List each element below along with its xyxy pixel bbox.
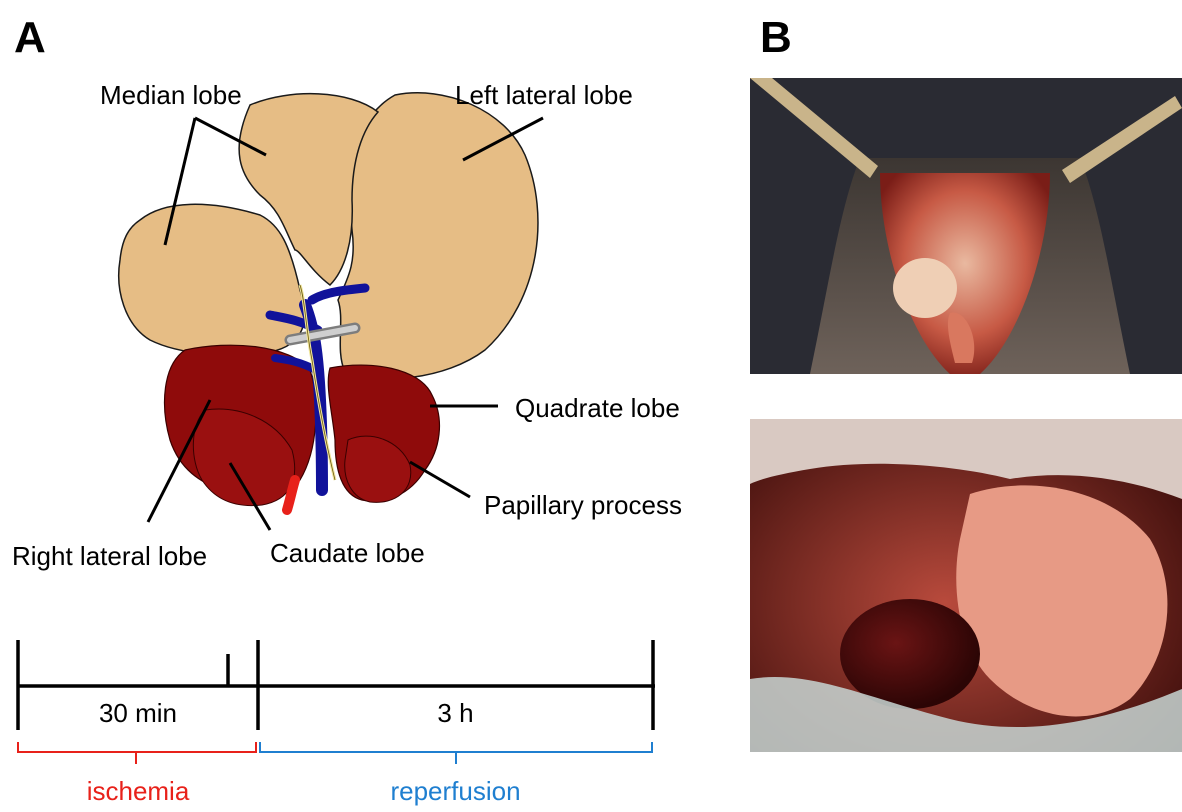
label-median-lobe: Median lobe: [100, 82, 242, 108]
phase-ischemia: ischemia: [18, 778, 258, 804]
label-caudate-lobe: Caudate lobe: [270, 540, 425, 566]
label-quadrate-lobe: Quadrate lobe: [515, 395, 680, 421]
timeline-segment-3-h: 3 h: [258, 700, 653, 726]
label-papillary-process: Papillary process: [484, 492, 682, 518]
timeline-segment-30-min: 30 min: [18, 700, 258, 726]
surgical-photo-bottom: [750, 419, 1182, 752]
label-right-lateral-lobe: Right lateral lobe: [12, 543, 207, 569]
median-lobe-lower: [119, 204, 305, 355]
reperfusion-bracket: [260, 742, 652, 764]
surgical-photo-top: [750, 78, 1182, 374]
ischemia-bracket: [18, 742, 256, 764]
panel-label-b: B: [760, 16, 792, 60]
phase-reperfusion: reperfusion: [258, 778, 653, 804]
label-left-lateral-lobe: Left lateral lobe: [455, 82, 633, 108]
